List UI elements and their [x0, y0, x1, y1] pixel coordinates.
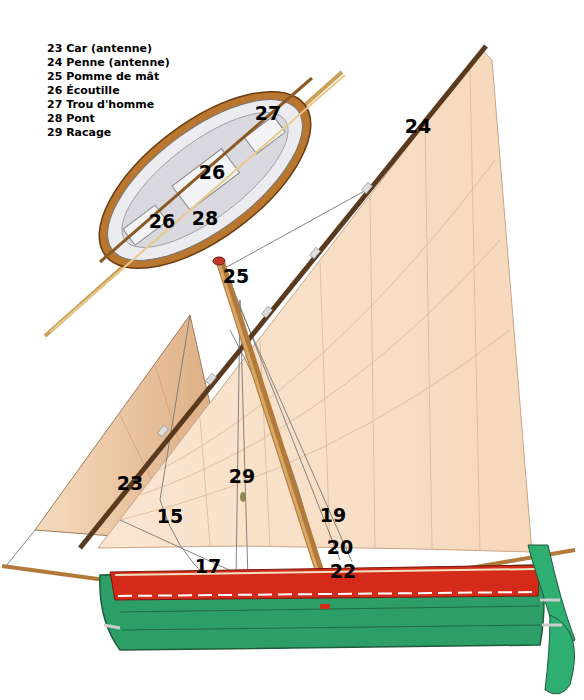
- key-entry: 25 Pomme de mât: [47, 70, 159, 83]
- hull: [100, 545, 575, 694]
- key-entry: 27 Trou d'homme: [47, 98, 154, 111]
- key-entry: 28 Pont: [47, 112, 95, 125]
- main-sail: [98, 50, 532, 552]
- key-entry: 29 Racage: [47, 126, 111, 139]
- key-entry: 26 Écoutille: [47, 84, 120, 97]
- callout-number: 24: [405, 115, 431, 137]
- callout-number: 20: [327, 536, 353, 558]
- callout-number: 15: [157, 505, 183, 527]
- callout-number: 27: [255, 102, 281, 124]
- callout-number: 26: [199, 161, 225, 183]
- yard: [80, 46, 486, 548]
- key-entry: 23 Car (antenne): [47, 42, 152, 55]
- mast: [221, 264, 324, 585]
- callout-number: 25: [223, 265, 249, 287]
- callout-number: 26: [149, 210, 175, 232]
- callout-number: 23: [117, 472, 143, 494]
- callout-number: 28: [192, 207, 218, 229]
- callout-number: 29: [229, 465, 255, 487]
- callout-number: 22: [330, 560, 356, 582]
- key-entry: 24 Penne (antenne): [47, 56, 170, 69]
- callout-number: 19: [320, 504, 346, 526]
- callout-number: 17: [195, 555, 221, 577]
